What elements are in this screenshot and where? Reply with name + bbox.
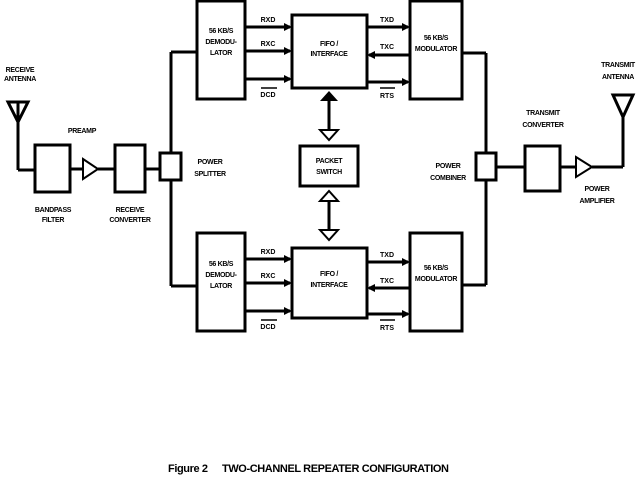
txc-label: TXC (380, 44, 394, 51)
demodulator-label: DEMODU- (205, 39, 237, 46)
demodulator-label: LATOR (210, 50, 232, 57)
transmit-converter-block (523, 144, 562, 193)
power-combiner-label-1: POWER (436, 163, 461, 170)
txd-label: TXD (380, 252, 394, 259)
fifo-interface-block-2 (290, 246, 369, 320)
dcd-label: DCD (260, 92, 275, 99)
power-amplifier-label-1: POWER (585, 186, 610, 193)
transmit-converter-label-1: TRANSMIT (526, 110, 561, 117)
preamp-label: PREAMP (68, 128, 97, 135)
transmit-antenna-icon (610, 93, 636, 121)
rts-label: RTS (380, 325, 394, 332)
power-splitter-label-1: POWER (198, 159, 223, 166)
rxd-label: RXD (261, 249, 276, 256)
packet-switch-label: PACKET (316, 158, 343, 165)
receive-converter-label-2: CONVERTER (109, 217, 150, 224)
interface-label: INTERFACE (311, 282, 349, 289)
modulator-label: 56 KB/S (424, 35, 449, 42)
power-splitter-label-2: SPLITTER (194, 171, 226, 178)
receive-converter-label-1: RECEIVE (116, 207, 145, 214)
packet-switch-block (298, 144, 360, 188)
packet-switch-group: PACKET SWITCH (298, 91, 360, 242)
demodulator-label: LATOR (210, 283, 232, 290)
txd-label: TXD (380, 17, 394, 24)
interface-label: FIFO / (320, 271, 338, 278)
modulator-label: MODULATOR (415, 276, 457, 283)
bandpass-filter-block (33, 143, 72, 194)
transmit-converter-label-2: CONVERTER (522, 122, 563, 129)
rxc-label: RXC (261, 41, 276, 48)
preamp-triangle-icon (82, 157, 100, 181)
channel-1: 56 KB/S DEMODU- LATOR RXD RXC DCD FIFO /… (195, 0, 464, 101)
power-amplifier-triangle-icon (575, 155, 594, 179)
bidirectional-arrow-icon (317, 229, 341, 242)
power-splitter-block (158, 151, 183, 182)
dcd-label: DCD (260, 324, 275, 331)
modulator-block-2 (408, 231, 464, 333)
interface-label: FIFO / (320, 41, 338, 48)
rxc-label: RXC (261, 273, 276, 280)
bandpass-filter-label-1: BANDPASS (35, 207, 72, 214)
transmit-antenna-label-1: TRANSMIT (601, 62, 636, 69)
demodulator-label: 56 KB/S (209, 28, 234, 35)
rxd-label: RXD (261, 17, 276, 24)
transmit-antenna-label-2: ANTENNA (602, 74, 634, 81)
demodulator-label: 56 KB/S (209, 261, 234, 268)
modulator-block-1 (408, 0, 464, 101)
receive-antenna-label-1: RECEIVE (6, 67, 35, 74)
demodulator-block-2 (195, 231, 247, 333)
figure-number: Figure 2 (168, 463, 208, 475)
receive-antenna: RECEIVE ANTENNA (4, 67, 37, 172)
receive-antenna-label-2: ANTENNA (4, 76, 36, 83)
figure-title: TWO-CHANNEL REPEATER CONFIGURATION (222, 463, 449, 475)
interface-label: INTERFACE (311, 51, 349, 58)
bidirectional-arrow-icon (320, 91, 338, 101)
receive-converter-block (113, 143, 147, 194)
modulator-label: MODULATOR (415, 46, 457, 53)
power-combiner-label-2: COMBINER (430, 175, 466, 182)
demodulator-label: DEMODU- (205, 272, 237, 279)
rts-label: RTS (380, 93, 394, 100)
power-amplifier-label-2: AMPLIFIER (579, 198, 614, 205)
modulator-label: 56 KB/S (424, 265, 449, 272)
power-combiner-block (474, 151, 498, 182)
txc-label: TXC (380, 278, 394, 285)
bandpass-filter-label-2: FILTER (42, 217, 64, 224)
packet-switch-label: SWITCH (316, 169, 342, 176)
channel-2: 56 KB/S DEMODU- LATOR RXD RXC DCD FIFO /… (195, 231, 464, 333)
fifo-interface-block-1 (290, 13, 369, 90)
